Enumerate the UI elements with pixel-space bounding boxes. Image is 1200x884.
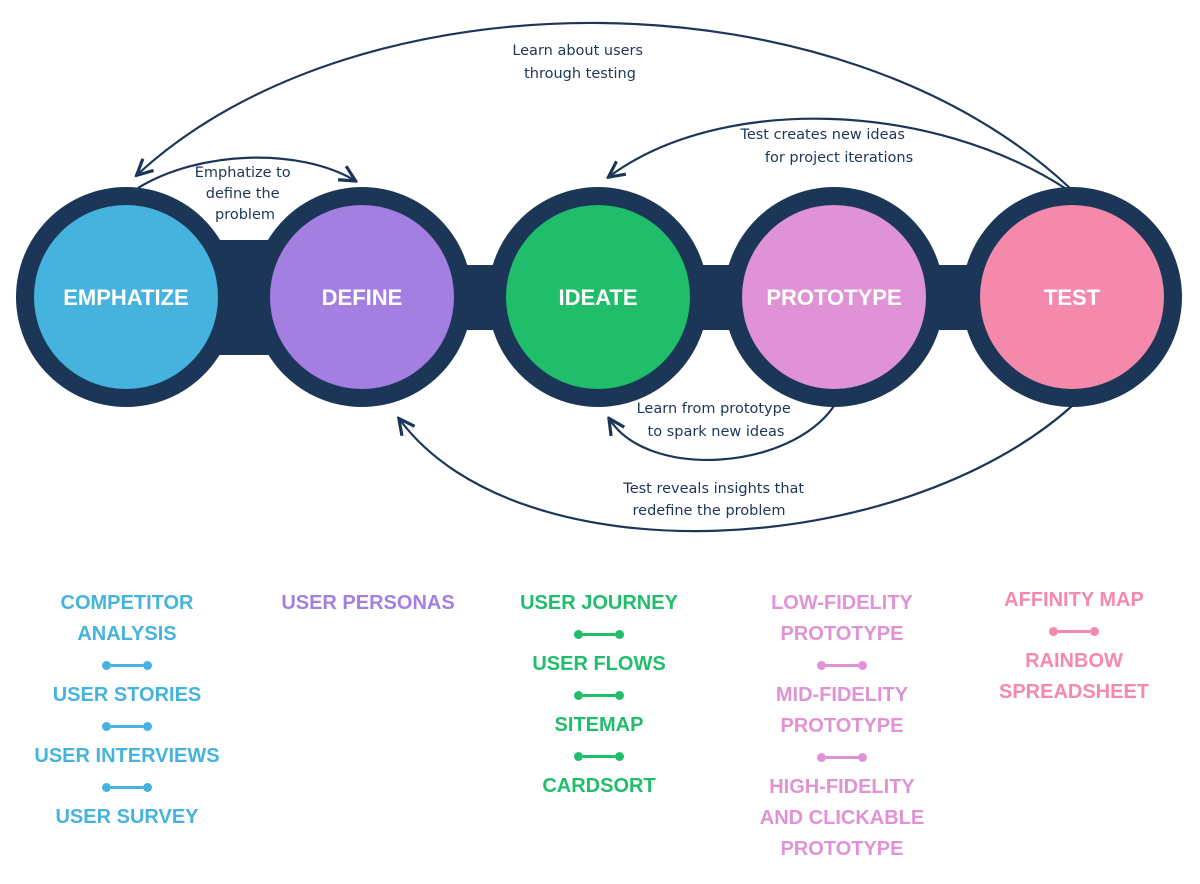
connector-icon [954, 616, 1194, 646]
method-item: USER JOURNEY [520, 592, 678, 614]
connector-icon [722, 742, 962, 772]
connector-icon [7, 711, 247, 741]
arrow-emphatize-to-define [137, 156, 354, 189]
stage-label-prototype: PROTOTYPE [766, 285, 901, 310]
arrow-label-learn-prototype: Learn from prototype to spark new ideas [637, 401, 796, 440]
method-item: COMPETITOR ANALYSIS [60, 592, 194, 645]
method-item: AFFINITY MAP [1004, 589, 1144, 611]
stage-label-emphatize: EMPHATIZE [63, 285, 188, 310]
arrow-test-to-ideate [610, 117, 1069, 191]
column-prototype: LOW-FIDELITY PROTOTYPE MID-FIDELITY PROTO… [722, 588, 962, 865]
stage-label-test: TEST [1044, 285, 1101, 310]
connector-icon [479, 741, 719, 771]
method-item: USER SURVEY [55, 806, 199, 828]
method-item: SITEMAP [554, 714, 644, 736]
arrow-prototype-to-ideate [610, 405, 835, 462]
column-ideate: USER JOURNEY USER FLOWS SITEMAP CARDSORT [479, 588, 719, 802]
arrow-label-learn-users: Learn about users through testing [512, 43, 647, 82]
prototype-circle [742, 205, 926, 389]
ideate-circle [506, 205, 690, 389]
define-circle [270, 205, 454, 389]
connector-icon [479, 680, 719, 710]
arrow-label-test-ideas: Test creates new ideas for project itera… [739, 127, 913, 166]
arrow-label-emphatize-define: Emphatize to define the problem [195, 165, 296, 223]
test-circle [980, 205, 1164, 389]
method-item: LOW-FIDELITY PROTOTYPE [771, 592, 913, 645]
method-item: USER PERSONAS [281, 592, 455, 614]
method-item: USER INTERVIEWS [34, 745, 220, 767]
column-test: AFFINITY MAP RAINBOW SPREADSHEET [954, 585, 1194, 708]
method-item: USER STORIES [52, 684, 202, 706]
stage-label-define: DEFINE [322, 285, 403, 310]
arrow-label-test-insights: Test reveals insights that redefine the … [622, 481, 808, 519]
connector-icon [722, 650, 962, 680]
arrow-test-to-define [400, 405, 1073, 533]
connector-icon [7, 772, 247, 802]
column-define: USER PERSONAS [248, 588, 488, 619]
method-item: MID-FIDELITY PROTOTYPE [775, 684, 909, 737]
method-item: RAINBOW SPREADSHEET [998, 650, 1150, 703]
column-emphatize: COMPETITOR ANALYSIS USER STORIES USER INTE… [7, 588, 247, 833]
connector-icon [7, 650, 247, 680]
arrow-test-to-emphatize [138, 21, 1073, 191]
connector-icon [479, 619, 719, 649]
method-item: HIGH-FIDELITY AND CLICKABLE PROTOTYPE [759, 776, 925, 860]
design-thinking-diagram: EMPHATIZE DEFINE IDEATE PROTOTYPE TEST L… [16, 21, 1182, 533]
emphatize-circle [34, 205, 218, 389]
stage-label-ideate: IDEATE [558, 285, 637, 310]
method-item: CARDSORT [542, 775, 656, 797]
method-item: USER FLOWS [532, 653, 666, 675]
